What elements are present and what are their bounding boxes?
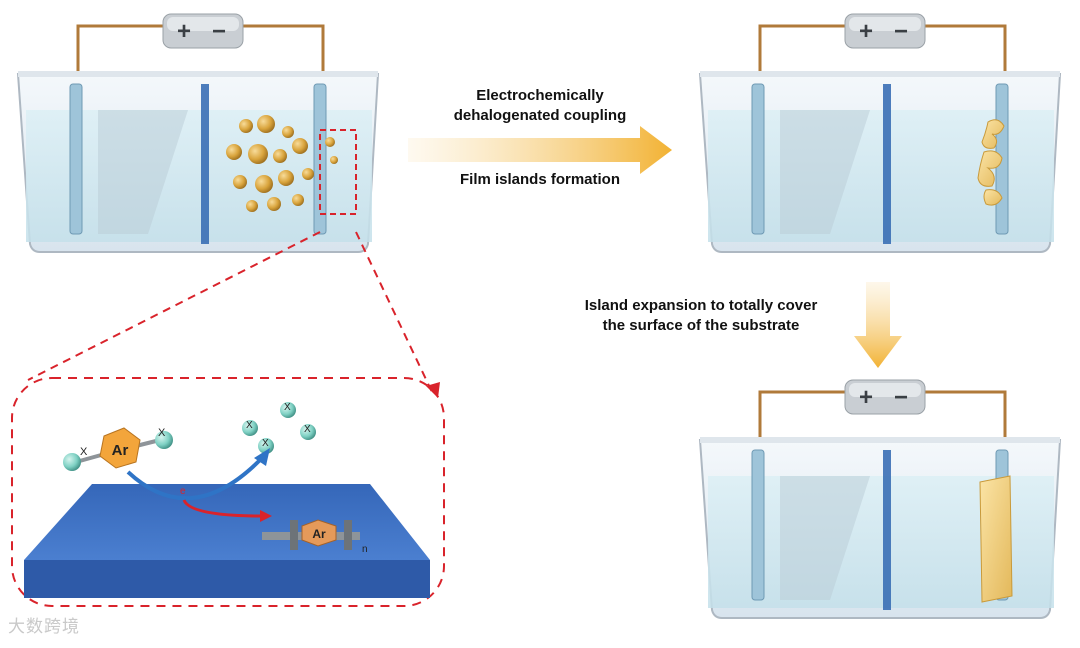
film-islands [977, 119, 1005, 206]
halogen-label-left: X [80, 446, 88, 458]
cell-before [18, 14, 378, 252]
repeat-label: n [362, 544, 368, 555]
step2-label-line2: the surface of the substrate [602, 317, 800, 334]
substrate-slab-icon [24, 484, 430, 598]
full-film [979, 475, 1013, 603]
zoom-line-left [27, 231, 321, 381]
zoom-line-right [355, 231, 433, 393]
step1-label-line2: dehalogenated coupling [453, 107, 627, 124]
molecule-icon: Ar X X [63, 427, 173, 471]
zoom-panel [11, 377, 445, 607]
step1-label-line1: Electrochemically [476, 87, 604, 104]
halogen-label: X [284, 402, 291, 413]
polymer-core-label: Ar [312, 527, 326, 541]
release-arrow [126, 458, 262, 501]
halogen-label-right: X [158, 427, 166, 439]
cell-islands [700, 14, 1060, 252]
step2-label-line1: Island expansion to totally cover [584, 297, 818, 314]
electron-label: e [180, 486, 186, 497]
molecule-core-label: Ar [112, 442, 129, 459]
halogen-label: X [246, 420, 253, 431]
polymer-unit: Ar n [262, 519, 368, 555]
particle-cluster [226, 115, 338, 212]
halogen-label: X [304, 424, 311, 435]
watermark: 大数跨境 [8, 617, 80, 637]
arrow-right [408, 126, 672, 174]
cell-covered [700, 380, 1060, 618]
released-halogens: X X X X [242, 402, 316, 454]
halogen-label: X [262, 438, 269, 449]
coupling-arrow [182, 499, 263, 518]
step1-label-line3: Film islands formation [459, 171, 621, 188]
arrow-down [854, 282, 902, 368]
